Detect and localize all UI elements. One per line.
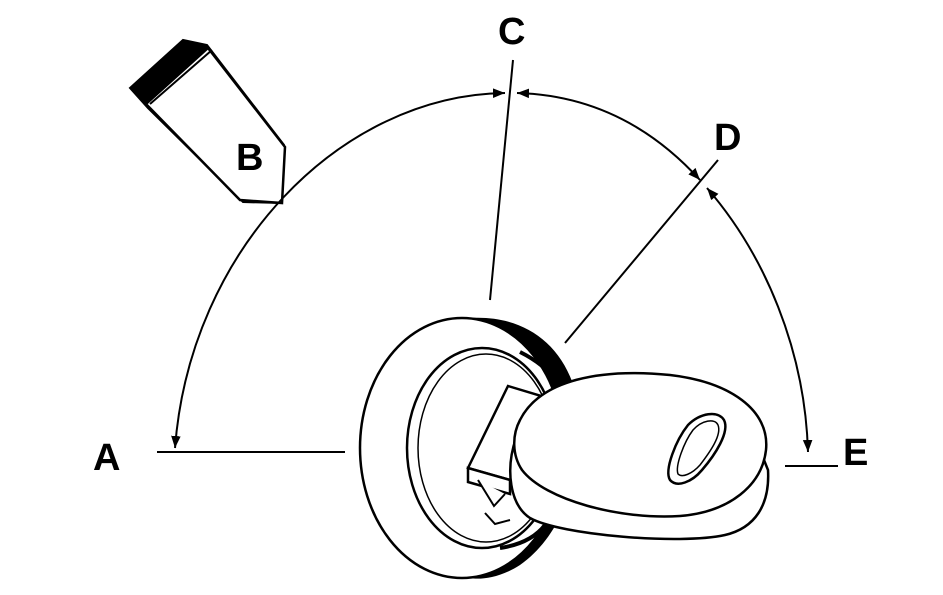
arc-c-to-d bbox=[516, 88, 701, 181]
reference-lines bbox=[157, 59, 838, 467]
arc-a-to-c bbox=[171, 88, 506, 449]
arc-d-to-e bbox=[706, 187, 813, 453]
key-slot bbox=[667, 412, 727, 485]
key-head bbox=[509, 371, 770, 541]
label-d: D bbox=[714, 117, 741, 159]
line-c bbox=[489, 59, 514, 301]
pointer-b-group: B bbox=[128, 38, 287, 205]
label-e: E bbox=[843, 432, 868, 474]
label-c: C bbox=[498, 11, 525, 53]
label-b: B bbox=[236, 137, 263, 179]
label-a: A bbox=[93, 437, 120, 479]
key-head-face bbox=[513, 371, 768, 518]
rotation-arcs bbox=[171, 88, 813, 453]
line-d bbox=[564, 159, 719, 344]
